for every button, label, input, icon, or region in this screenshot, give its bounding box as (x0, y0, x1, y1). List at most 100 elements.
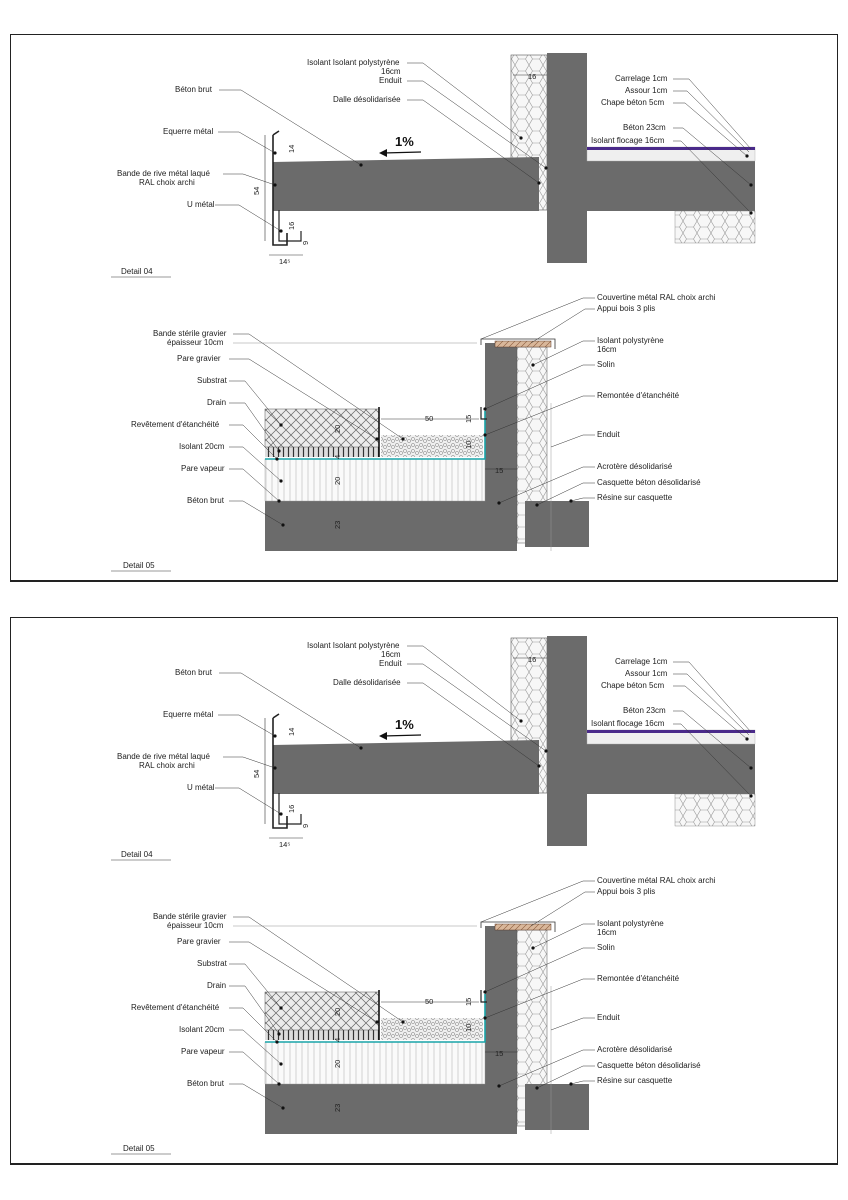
label-bande-rive-1: Bande de rive métal laqué (117, 752, 211, 761)
label-couvertine: Couvertine métal RAL choix archi (597, 876, 716, 885)
label-isolant-2: 16cm (381, 67, 401, 76)
label-pare-vapeur: Pare vapeur (181, 1047, 225, 1056)
dim-9: 9 (301, 824, 310, 828)
drawing-sheet-2: 1% 54 14 16 9 14⁵ 16 Béton brut Equerre … (10, 617, 838, 1165)
roof-slab (265, 343, 517, 551)
label-solin: Solin (597, 360, 615, 369)
label-casquette: Casquette béton désolidarisé (597, 1061, 701, 1070)
dim-4: 4 (333, 455, 342, 459)
floor-slab (587, 744, 755, 794)
label-pare-vapeur: Pare vapeur (181, 464, 225, 473)
label-isolant-poly-1: Isolant polystyrène (597, 336, 664, 345)
dim-20b: 20 (333, 477, 342, 485)
label-drain: Drain (207, 398, 226, 407)
label-carrelage: Carrelage 1cm (615, 657, 668, 666)
label-u-metal: U métal (187, 200, 215, 209)
section-drawing: 1% 54 14 16 9 14⁵ 16 Béton brut Equerre … (111, 53, 756, 572)
dim-14: 14 (287, 728, 296, 736)
dim-14-5: 14⁵ (279, 840, 290, 849)
detail-04: 1% 54 14 16 9 14⁵ 16 Béton brut Equerre … (111, 636, 756, 861)
label-chape: Chape béton 5cm (601, 681, 664, 690)
label-bande-sterile-1: Bande stérile gravier (153, 329, 227, 338)
slope-arrow (382, 734, 422, 737)
dim-16: 16 (287, 805, 296, 813)
detail-05: 50 20 15 10 4 20 15 23 Bande stérile gra… (111, 293, 716, 572)
label-assour: Assour 1cm (625, 669, 668, 678)
dim-15b: 15 (495, 466, 503, 475)
edge-flashing (272, 713, 288, 829)
dim-15b: 15 (495, 1049, 503, 1058)
label-isolant-poly-1: Isolant polystyrène (597, 919, 664, 928)
balcony-slab (273, 157, 539, 211)
concrete-canopy (525, 1084, 589, 1130)
label-substrat: Substrat (197, 376, 228, 385)
dim-50: 50 (425, 997, 433, 1006)
floor-slab (587, 161, 755, 211)
edge-flashing (272, 130, 288, 246)
dim-50: 50 (425, 414, 433, 423)
wood-support (494, 340, 552, 348)
label-beton-brut: Béton brut (175, 85, 213, 94)
label-appui: Appui bois 3 plis (597, 887, 655, 896)
waterproofing-membrane (265, 411, 486, 460)
label-bande-sterile-1: Bande stérile gravier (153, 912, 227, 921)
label-enduit: Enduit (379, 76, 402, 85)
dim-10: 10 (464, 1024, 473, 1032)
concrete-wall (547, 636, 587, 846)
section-drawing: 1% 54 14 16 9 14⁵ 16 Béton brut Equerre … (111, 636, 756, 1155)
concrete-wall (547, 53, 587, 263)
label-revetement: Revêtement d'étanchéité (131, 1003, 220, 1012)
roof-slab (265, 926, 517, 1134)
label-pare-gravier: Pare gravier (177, 354, 221, 363)
label-solin: Solin (597, 943, 615, 952)
label-enduit-05: Enduit (597, 1013, 620, 1022)
label-beton-brut-05: Béton brut (187, 1079, 225, 1088)
label-pare-gravier: Pare gravier (177, 937, 221, 946)
detail-05: 50 20 15 10 4 20 15 23 Bande stérile gra… (111, 876, 716, 1155)
label-isolant-1: Isolant Isolant polystyrène (307, 58, 400, 67)
substrate (264, 991, 380, 1031)
detail-04-title: Detail 04 (121, 850, 153, 859)
dim-20a: 20 (333, 425, 342, 433)
label-equerre: Equerre métal (163, 710, 213, 719)
label-isolant-poly-2: 16cm (597, 928, 617, 937)
label-isolant-2: 16cm (381, 650, 401, 659)
label-flocage: Isolant flocage 16cm (591, 719, 665, 728)
dim-54: 54 (252, 187, 261, 195)
waterproofing-membrane (265, 994, 486, 1043)
detail-05-title: Detail 05 (123, 1144, 155, 1153)
gravel-strip (381, 1018, 483, 1040)
metal-coping (480, 921, 556, 932)
dim-20a: 20 (333, 1008, 342, 1016)
dim-23: 23 (333, 1104, 342, 1112)
label-isolant-poly-2: 16cm (597, 345, 617, 354)
label-bande-rive-2: RAL choix archi (139, 178, 195, 187)
drain-layer (265, 1030, 379, 1040)
dim-14: 14 (287, 145, 296, 153)
label-equerre: Equerre métal (163, 127, 213, 136)
label-beton23: Béton 23cm (623, 123, 666, 132)
label-couvertine: Couvertine métal RAL choix archi (597, 293, 716, 302)
slope-label: 1% (395, 717, 414, 732)
flocage-insulation (674, 793, 756, 827)
detail-05-title: Detail 05 (123, 561, 155, 570)
label-bande-rive-1: Bande de rive métal laqué (117, 169, 211, 178)
dim-9: 9 (301, 241, 310, 245)
label-assour: Assour 1cm (625, 86, 668, 95)
label-bande-rive-2: RAL choix archi (139, 761, 195, 770)
label-beton-brut-05: Béton brut (187, 496, 225, 505)
label-carrelage: Carrelage 1cm (615, 74, 668, 83)
dim-16: 16 (287, 222, 296, 230)
slope-label: 1% (395, 134, 414, 149)
roof-insulation (264, 458, 486, 502)
label-isolant20: Isolant 20cm (179, 1025, 225, 1034)
label-isolant20: Isolant 20cm (179, 442, 225, 451)
label-appui: Appui bois 3 plis (597, 304, 655, 313)
detail-04-title: Detail 04 (121, 267, 153, 276)
dim-20b: 20 (333, 1060, 342, 1068)
label-remontee: Remontée d'étanchéité (597, 974, 680, 983)
flocage-insulation (674, 210, 756, 244)
dim-23: 23 (333, 521, 342, 529)
label-chape: Chape béton 5cm (601, 98, 664, 107)
label-substrat: Substrat (197, 959, 228, 968)
